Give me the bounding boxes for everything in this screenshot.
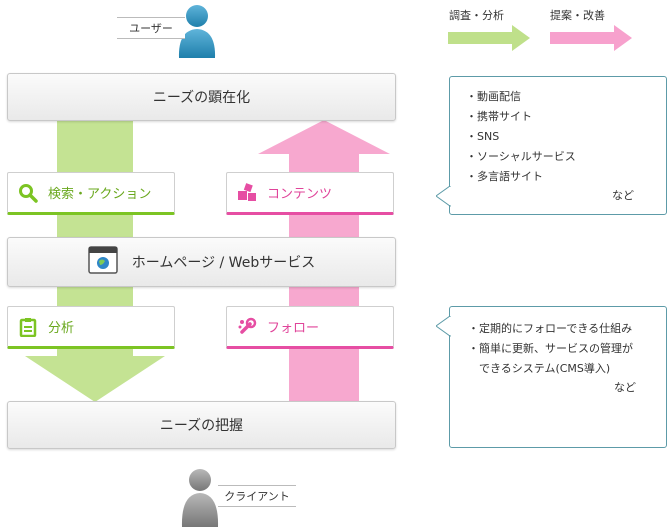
- needs-visible-box: ニーズの顕在化: [7, 73, 396, 121]
- blocks-icon: [237, 182, 257, 203]
- list-item: ・定期的にフォローできる仕組み: [468, 322, 633, 335]
- list-item: ・多言語サイト: [466, 170, 543, 183]
- follow-examples-bubble: ・定期的にフォローできる仕組み ・簡単に更新、サービスの管理が できるシステム(…: [449, 306, 667, 448]
- list-item: ・簡単に更新、サービスの管理が: [468, 342, 633, 355]
- needs-grasp-box: ニーズの把握: [7, 401, 396, 449]
- list-item: ・動画配信: [466, 90, 521, 103]
- list-item: ・携帯サイト: [466, 110, 532, 123]
- analysis-tag: 分析: [7, 306, 175, 349]
- needs-grasp-label: ニーズの把握: [159, 418, 244, 434]
- media-examples-bubble: ・動画配信 ・携帯サイト ・SNS ・ソーシャルサービス ・多言語サイト など: [449, 76, 667, 215]
- bubble-pointer: [436, 316, 451, 337]
- legend-research-arrow: [448, 25, 530, 51]
- homepage-label: ホームページ / Webサービス: [131, 255, 316, 271]
- contents-label: コンテンツ: [267, 187, 333, 202]
- contents-tag: コンテンツ: [226, 172, 394, 215]
- client-label: クライアント: [218, 485, 296, 507]
- user-label: ユーザー: [117, 17, 185, 39]
- search-action-tag: 検索・アクション: [7, 172, 175, 215]
- follow-examples-list: ・定期的にフォローできる仕組み ・簡単に更新、サービスの管理が できるシステム(…: [468, 319, 666, 379]
- legend-proposal-arrow: [550, 25, 632, 51]
- legend-proposal-label: 提案・改善: [550, 9, 605, 22]
- clipboard-icon: [18, 317, 38, 337]
- list-item: できるシステム(CMS導入): [468, 362, 611, 375]
- user-person-icon: [178, 5, 216, 58]
- analysis-label: 分析: [48, 321, 75, 336]
- browser-window-icon: [88, 246, 118, 278]
- wrench-icon: [237, 317, 257, 337]
- etc-label: など: [612, 189, 634, 202]
- client-person-icon: [181, 469, 219, 527]
- list-item: ・SNS: [466, 130, 500, 143]
- search-icon: [18, 183, 38, 203]
- follow-tag: フォロー: [226, 306, 394, 349]
- follow-label: フォロー: [267, 321, 320, 336]
- list-item: ・ソーシャルサービス: [466, 150, 576, 163]
- media-examples-list: ・動画配信 ・携帯サイト ・SNS ・ソーシャルサービス ・多言語サイト: [466, 87, 666, 187]
- bubble-pointer: [436, 186, 451, 207]
- search-action-label: 検索・アクション: [48, 187, 152, 202]
- legend-research-label: 調査・分析: [449, 9, 504, 22]
- etc-label: など: [614, 381, 636, 394]
- needs-visible-label: ニーズの顕在化: [152, 90, 251, 106]
- homepage-box: ホームページ / Webサービス: [7, 237, 396, 287]
